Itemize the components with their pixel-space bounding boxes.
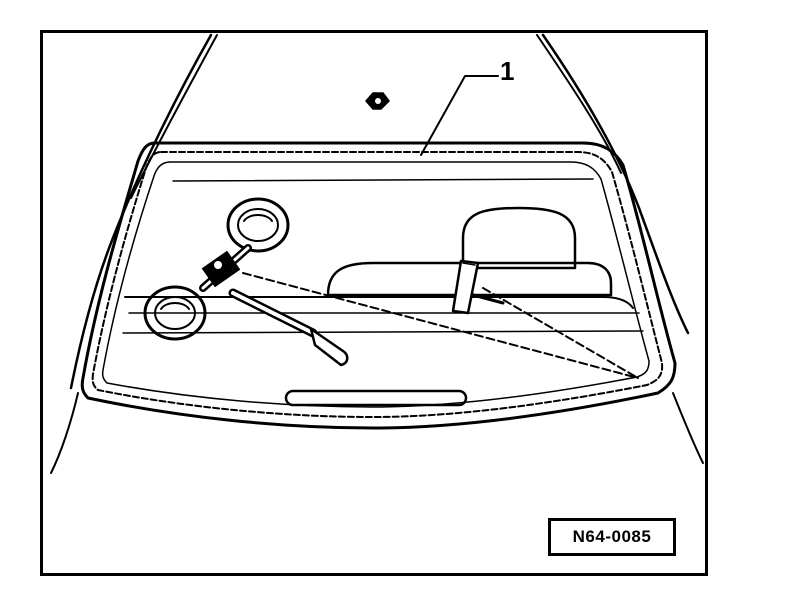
- callout-leader-line: [420, 75, 499, 156]
- wire-handle-tool: [451, 259, 505, 315]
- windshield-removal-drawing: [50, 33, 704, 474]
- a-pillar-right: [536, 33, 704, 464]
- seat-headrest: [326, 206, 613, 297]
- windshield-seal: [80, 141, 677, 430]
- top-trim-line: [172, 178, 594, 182]
- figure-code-label: N64-0085: [572, 527, 652, 546]
- brake-light: [284, 389, 468, 407]
- figure-code-box: N64-0085: [548, 518, 676, 556]
- suction-cup-tool: [143, 197, 349, 367]
- illustration-frame: 1 N64-0085: [40, 30, 708, 576]
- a-pillar-left: [50, 33, 218, 474]
- cutting-wire: [242, 272, 639, 379]
- roof-mount-icon: [365, 92, 390, 110]
- callout-number-label: 1: [500, 56, 515, 86]
